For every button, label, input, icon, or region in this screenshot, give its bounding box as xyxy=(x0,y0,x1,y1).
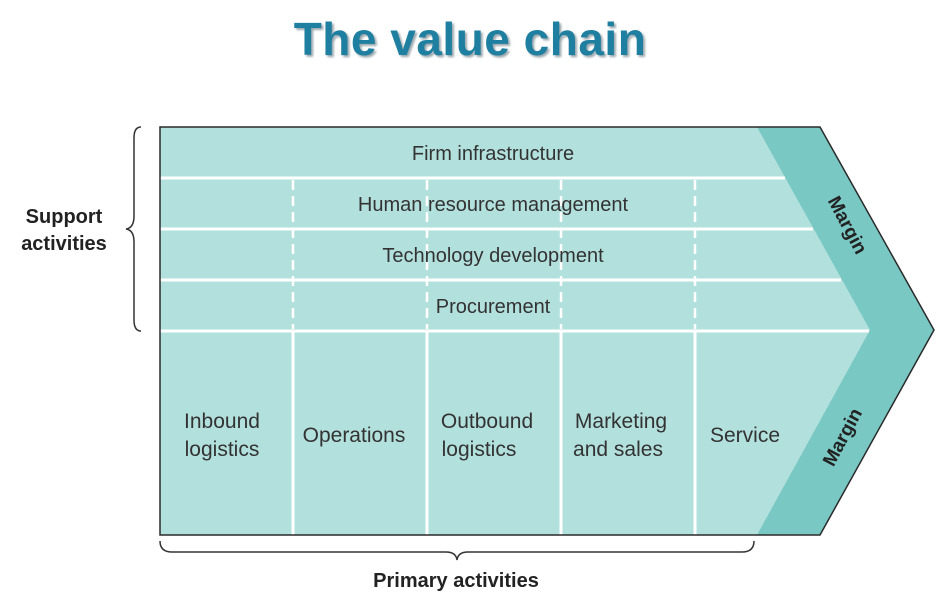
margin-band xyxy=(757,127,934,535)
primary-activity-service: Service xyxy=(710,424,780,447)
support-activity-hr-management: Human resource management xyxy=(358,194,629,216)
primary-activity-inbound-line1: Inbound xyxy=(184,410,260,433)
primary-activities-label: Primary activities xyxy=(373,570,539,592)
primary-activity-outbound-line1: Outbound xyxy=(441,410,533,433)
support-activities-brace xyxy=(125,126,142,332)
value-chain-outline xyxy=(159,126,935,536)
primary-activity-marketing-line2: and sales xyxy=(573,438,663,461)
primary-activity-marketing-line1: Marketing xyxy=(575,410,667,433)
primary-activity-inbound-line2: logistics xyxy=(185,438,260,461)
primary-activity-outbound-line2: logistics xyxy=(442,438,517,461)
support-activities-label: Support activities xyxy=(8,204,120,258)
support-label-line1: Support xyxy=(25,206,103,228)
support-label-line2: activities xyxy=(21,233,107,255)
primary-activity-operations: Operations xyxy=(303,424,406,447)
support-activity-firm-infrastructure: Firm infrastructure xyxy=(412,143,574,165)
support-activity-technology-development: Technology development xyxy=(382,245,604,267)
page-title: The value chain xyxy=(293,13,647,65)
primary-activities-brace xyxy=(159,540,755,561)
support-activity-procurement: Procurement xyxy=(436,296,551,318)
